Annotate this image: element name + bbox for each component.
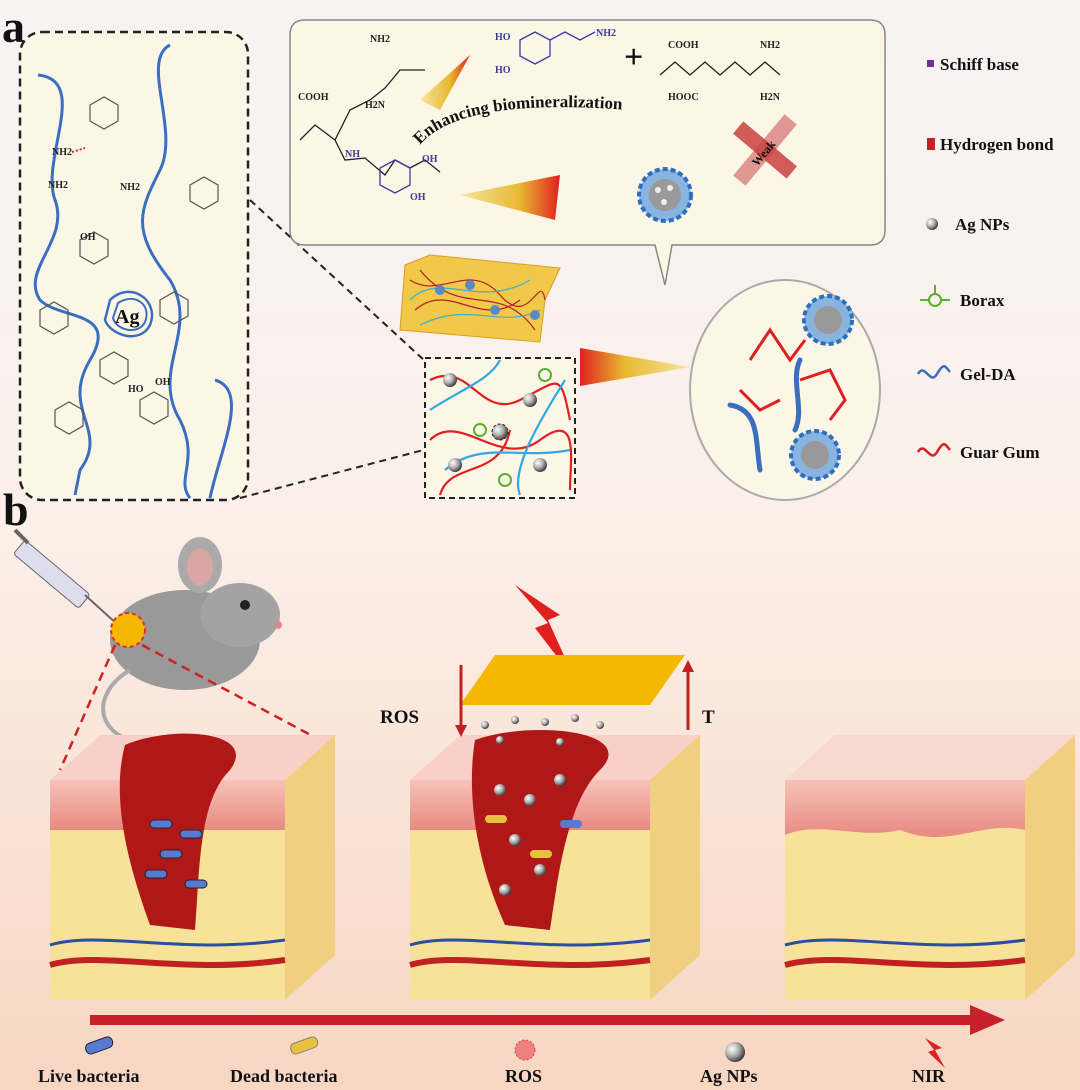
legend-label: Dead bacteria	[230, 1066, 337, 1086]
chem-label: H2N	[365, 100, 386, 111]
cone-arrow	[460, 175, 560, 220]
ag-nps-icon	[725, 1042, 745, 1062]
ros-icon	[514, 1039, 536, 1061]
wound-site	[110, 612, 146, 648]
reaction-bubble: NH2 COOH H2N NH OH OH HO HO NH2 + COOH N…	[289, 19, 886, 286]
cone-arrow	[420, 55, 470, 110]
timeline-arrow	[90, 1015, 975, 1025]
skin-block-treatment	[409, 730, 700, 1000]
syringe-icon	[13, 528, 119, 626]
chem-label: OH	[410, 192, 426, 203]
chem-label: OH	[80, 232, 96, 243]
ros-label: ROS	[380, 707, 419, 728]
legend-label: Guar Gum	[960, 443, 1040, 462]
legend-label: NIR	[912, 1066, 946, 1086]
molecular-inset: Ag NH2 NH2 NH2 OH OH HO	[18, 30, 250, 502]
borax-icon	[920, 285, 950, 307]
chem-label: NH2	[52, 147, 72, 158]
chem-label: NH2	[370, 34, 390, 45]
released-ag-nps	[481, 714, 604, 746]
skin-block-healed	[784, 735, 1075, 1000]
plus-sign: +	[624, 39, 643, 76]
skin-block-infected	[49, 733, 335, 1000]
ag-nps-icon	[926, 218, 938, 230]
legend-label: Borax	[960, 291, 1005, 310]
panel-b-label: b	[3, 484, 29, 535]
chem-label: HO	[495, 65, 511, 76]
chem-label: NH2	[120, 182, 140, 193]
chem-label: NH2	[48, 180, 68, 191]
structure-oval	[689, 279, 881, 501]
hydrogen-bond-icon	[927, 138, 935, 150]
chem-label: NH2	[596, 28, 616, 39]
chem-label: NH	[345, 149, 360, 160]
nir-icon	[925, 1038, 945, 1068]
legend-label: Ag NPs	[955, 215, 1010, 234]
dead-bacteria-icon	[290, 1036, 319, 1055]
guar-gum-icon	[916, 443, 951, 457]
chem-label: HO	[495, 32, 511, 43]
chem-label: COOH	[298, 92, 329, 103]
legend-label: Schiff base	[940, 55, 1019, 74]
zoom-line	[249, 199, 501, 431]
ag-nanocluster-icon	[637, 167, 693, 223]
network-zoom-box	[424, 357, 576, 499]
panel-b-legend: Live bacteria Dead bacteria ROS Ag NPs N…	[38, 1036, 946, 1086]
zoom-line	[239, 429, 501, 499]
legend-label: Gel-DA	[960, 365, 1016, 384]
legend-label: Ag NPs	[700, 1066, 758, 1086]
panel-a-label: a	[2, 1, 25, 52]
hydrogel-patch	[460, 655, 685, 705]
live-bacteria-icon	[85, 1036, 114, 1055]
legend-label: Live bacteria	[38, 1066, 139, 1086]
schiff-base-icon	[927, 60, 934, 67]
ag-center-label: Ag	[115, 306, 139, 328]
weak-cross: Weak	[733, 114, 797, 186]
legend-label: Hydrogen bond	[940, 135, 1054, 154]
t-label: T	[702, 707, 715, 728]
chem-label: COOH	[668, 40, 699, 51]
legend-label: ROS	[505, 1066, 542, 1086]
panel-a-legend: Schiff base Hydrogen bond Ag NPs Borax G…	[916, 55, 1054, 462]
cone-arrow-left	[580, 348, 690, 386]
chem-label: OH	[155, 377, 171, 388]
chem-label: HOOC	[668, 92, 699, 103]
hydrogel-block	[399, 254, 561, 343]
chem-label: HO	[128, 384, 144, 395]
chem-label: OH	[422, 154, 438, 165]
chem-label: NH2	[760, 40, 780, 51]
gel-da-icon	[916, 365, 951, 379]
chem-label: H2N	[760, 92, 781, 103]
